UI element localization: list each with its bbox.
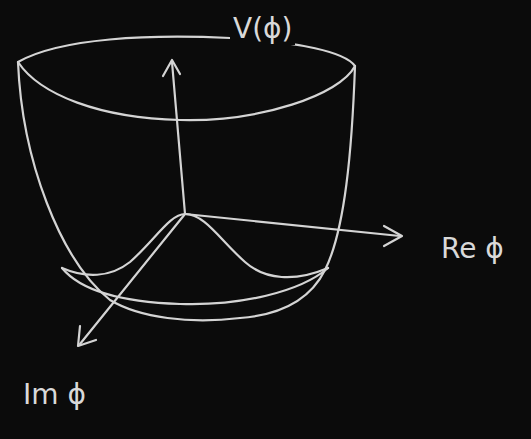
im-axis — [80, 214, 185, 344]
axis-label-imaginary: Im ϕ — [20, 380, 89, 411]
v-axis-head — [163, 60, 180, 76]
re-axis-head — [384, 226, 402, 246]
im-axis-head — [78, 326, 96, 346]
axis-label-potential: V(ϕ) — [230, 14, 295, 45]
bowl-rim — [18, 37, 355, 120]
bowl-left-side — [18, 62, 240, 320]
bowl-right-side — [240, 66, 355, 318]
v-axis — [172, 62, 185, 214]
axis-label-real: Re ϕ — [438, 234, 507, 265]
re-axis — [185, 214, 400, 236]
trough-front — [62, 268, 328, 304]
